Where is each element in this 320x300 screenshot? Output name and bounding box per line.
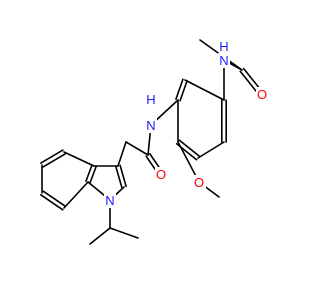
bond-line <box>63 151 95 167</box>
atom-label-layer: N H O N H O O N <box>104 39 269 208</box>
bond-line <box>179 79 188 102</box>
atom-amide-n-mid: N <box>145 118 157 133</box>
bond-line <box>175 78 184 101</box>
atom-label-o: O <box>156 167 166 182</box>
bond-line <box>42 153 66 168</box>
atom-label-n: N <box>219 53 228 68</box>
atom-label-h: H <box>219 39 228 54</box>
bond-line <box>115 165 123 189</box>
atom-label-o: O <box>194 175 204 190</box>
bond-line <box>125 141 149 156</box>
bond-line <box>40 149 64 164</box>
bond-line <box>184 79 225 101</box>
bond-line <box>89 165 97 184</box>
bond-line <box>197 141 225 159</box>
atom-acetyl-o: O <box>256 87 269 102</box>
bond-line <box>42 190 67 207</box>
atom-label-h: H <box>146 92 155 107</box>
bond-line <box>85 164 93 183</box>
atom-label-n: N <box>146 118 155 133</box>
atom-amide-o: O <box>155 167 168 182</box>
atom-amide-h-mid: H <box>146 92 156 107</box>
atom-indole-n: N <box>104 193 116 208</box>
atom-amide-n-top: N <box>218 53 230 68</box>
bond-line <box>63 181 89 209</box>
atom-label-o: O <box>257 87 267 102</box>
atom-amide-h-top: H <box>219 39 229 54</box>
bond-line <box>178 139 201 158</box>
chemical-structure: N H O N H O O N <box>39 39 269 245</box>
bond-line <box>119 164 127 188</box>
bond-line <box>89 227 111 245</box>
atom-methoxy-o: O <box>193 175 206 190</box>
atom-label-n: N <box>105 193 114 208</box>
bond-line <box>117 141 127 167</box>
bond-line <box>109 227 139 239</box>
bond-layer <box>39 39 265 245</box>
bond-line <box>39 194 64 211</box>
